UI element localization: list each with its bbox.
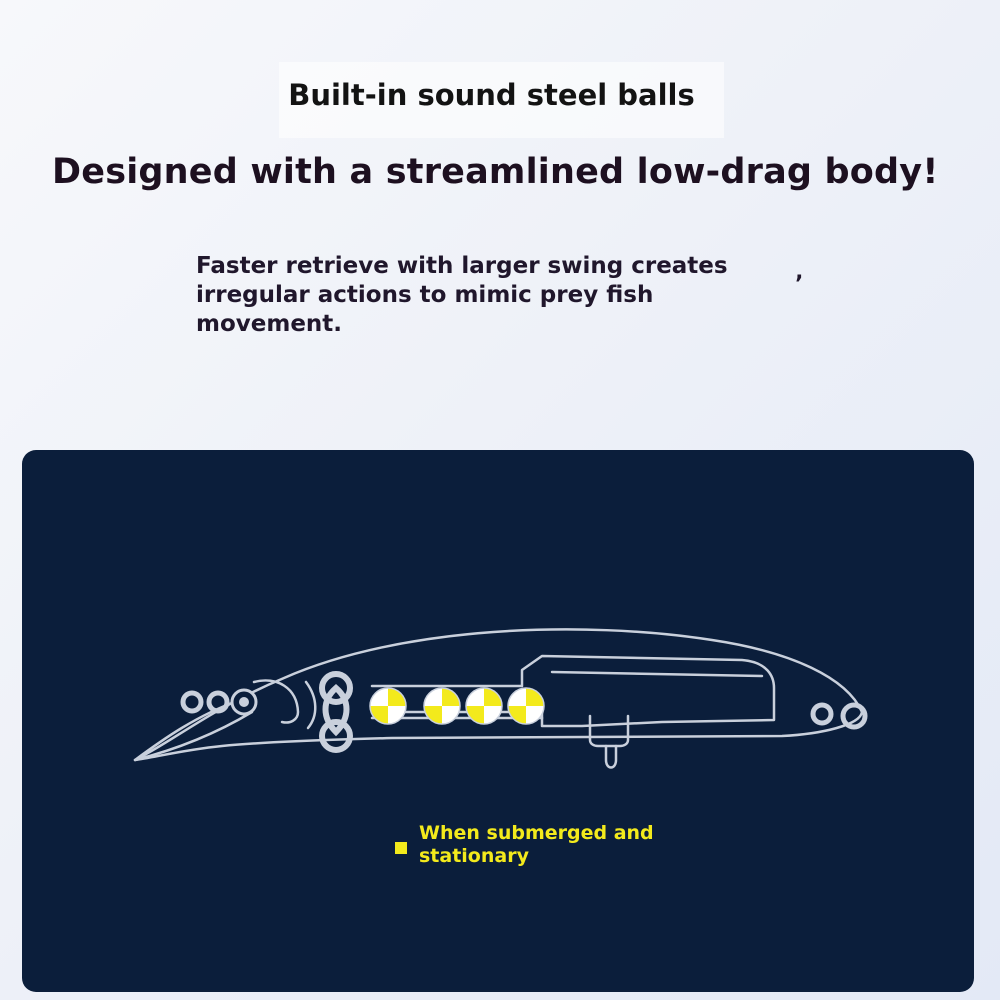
inner-chamber	[370, 654, 776, 728]
page-title: Built-in sound steel balls	[288, 78, 695, 112]
steel-ball-1	[369, 687, 407, 725]
gill-line	[304, 680, 317, 730]
heading-highlight	[279, 62, 724, 138]
head-contour	[252, 679, 300, 724]
feature-description: Faster retrieve with larger swing create…	[196, 253, 728, 337]
inner-partition	[550, 670, 764, 678]
lure-body-outline	[133, 628, 864, 762]
legend-swatch	[395, 842, 407, 854]
belly-hook-loop	[604, 744, 618, 769]
lure-cutaway-diagram	[133, 628, 868, 769]
lure-diagram-panel: When submerged and stationary	[22, 450, 974, 992]
nose-line-tie	[180, 690, 230, 714]
weight-figure-eight	[319, 671, 353, 753]
legend-label: When submerged and stationary	[419, 822, 654, 867]
belly-hanger	[588, 714, 630, 748]
page-subtitle: Designed with a streamlined low-drag bod…	[52, 152, 939, 192]
tail-hook-eye	[810, 702, 868, 730]
steel-ball-4	[507, 687, 545, 725]
stray-apostrophe: ’	[795, 272, 804, 297]
diagram-legend: When submerged and stationary	[395, 822, 679, 868]
steel-ball-3	[465, 687, 503, 725]
steel-ball-2	[423, 687, 461, 725]
lure-eye	[230, 688, 258, 716]
